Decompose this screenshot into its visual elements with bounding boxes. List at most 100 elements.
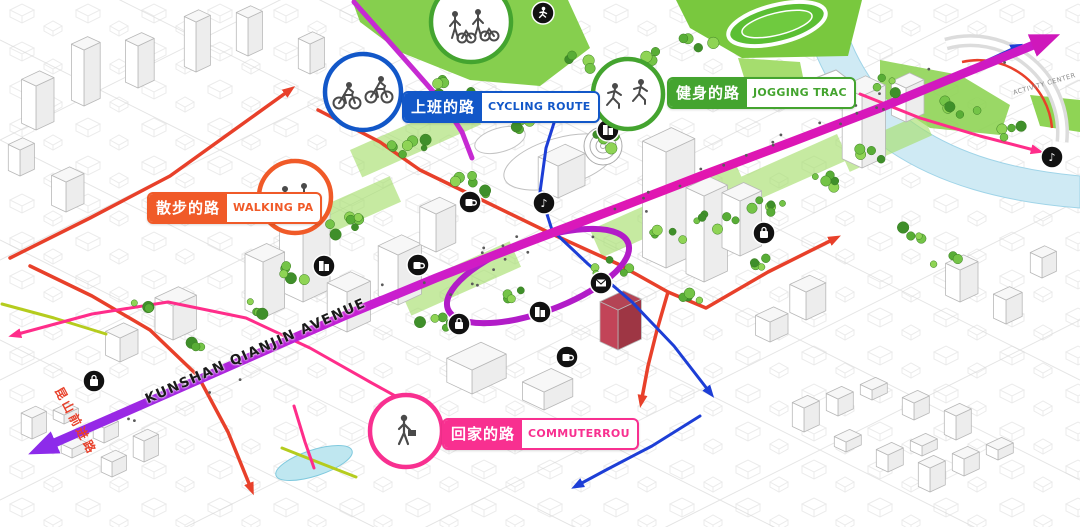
shopping-bag-icon <box>82 369 106 393</box>
tree <box>929 260 938 268</box>
pedestrian-dot <box>515 235 519 239</box>
tree <box>712 223 723 235</box>
legend-walking-zh: 散步的路 <box>149 194 228 222</box>
pedestrian-dot <box>503 257 507 261</box>
tree <box>866 146 876 156</box>
vignette-park-cyclists <box>428 0 514 65</box>
vignette-cycling <box>322 51 404 133</box>
tree <box>876 154 886 164</box>
legend-jogging-en: JOGGING TRAC <box>753 86 847 99</box>
building <box>20 405 47 440</box>
tree <box>605 256 614 264</box>
tree <box>279 269 289 279</box>
tree <box>678 235 688 244</box>
tree <box>437 312 448 323</box>
building <box>943 402 972 441</box>
tree <box>731 216 740 225</box>
tree <box>353 213 363 222</box>
building <box>125 32 155 89</box>
tree <box>351 223 359 232</box>
shopping-bag-icon <box>752 221 776 245</box>
tree <box>619 268 628 277</box>
pedestrian-dot <box>133 419 136 422</box>
legend-jogging: 健身的路 JOGGING TRAC <box>667 77 856 109</box>
pedestrian-dot <box>646 190 650 194</box>
pedestrian-dot <box>678 184 682 188</box>
pedestrian-dot <box>839 122 842 126</box>
tree <box>284 272 297 285</box>
tree <box>414 316 426 329</box>
amenity-markers <box>82 1 1064 393</box>
tree <box>820 175 832 187</box>
pedestrian-dot <box>591 235 595 239</box>
legend-cycling-zh: 上班的路 <box>404 93 483 121</box>
tree <box>507 294 516 304</box>
tree <box>281 261 292 271</box>
tree <box>749 258 760 268</box>
elevated-loop-main <box>28 34 1061 455</box>
tree <box>999 132 1009 142</box>
coffee-icon <box>406 253 430 277</box>
tree <box>467 170 477 181</box>
tree <box>707 36 720 49</box>
pedestrian-dot <box>208 391 212 394</box>
pedestrian-dot <box>476 283 479 287</box>
vignette-commuter <box>367 392 445 470</box>
pedestrian-dot <box>771 140 775 144</box>
legend-jogging-zh: 健身的路 <box>669 79 748 107</box>
tree <box>746 202 758 214</box>
pedestrian-dot <box>645 210 648 213</box>
pedestrian-dot <box>470 282 474 286</box>
tree <box>584 62 596 74</box>
tree <box>693 43 703 53</box>
tree <box>298 274 310 286</box>
tree <box>952 253 963 265</box>
pedestrian-dot <box>927 67 931 71</box>
tree <box>256 307 269 320</box>
tree <box>944 101 956 113</box>
tree <box>449 175 461 187</box>
tree <box>398 150 407 159</box>
tree <box>329 228 342 241</box>
tree <box>605 142 618 155</box>
music-icon <box>1040 145 1064 169</box>
tree <box>972 106 982 115</box>
legend-cycling: 上班的路 CYCLING ROUTE <box>402 91 600 123</box>
runner-icon <box>531 1 555 25</box>
building <box>51 166 85 213</box>
tree <box>130 299 138 307</box>
tree <box>1007 123 1016 133</box>
pedestrian-dot <box>380 283 384 287</box>
tree <box>325 219 335 230</box>
pedestrian-dot <box>744 153 748 157</box>
pedestrian-dot <box>157 392 161 396</box>
legend-walking: 散步的路 WALKING PA <box>147 192 323 224</box>
tree <box>419 133 432 146</box>
tree <box>246 298 254 306</box>
building <box>419 196 457 253</box>
tree <box>191 342 201 352</box>
building <box>791 394 820 433</box>
pedestrian-dot <box>878 92 881 95</box>
tree <box>915 232 923 240</box>
tree <box>761 253 771 263</box>
building <box>183 9 211 73</box>
pedestrian-dot <box>449 293 453 296</box>
tree <box>345 214 356 225</box>
legend-walking-en: WALKING PA <box>233 201 314 214</box>
pedestrian-dot <box>855 111 859 115</box>
pedestrian-dot <box>480 251 484 255</box>
tree <box>651 224 663 236</box>
tree <box>877 73 886 83</box>
pedestrian-dot <box>875 106 878 109</box>
tree <box>996 123 1008 135</box>
building <box>599 290 642 351</box>
tree <box>650 47 661 57</box>
tree <box>1015 120 1027 132</box>
tree <box>510 121 522 133</box>
coffee-icon <box>458 190 482 214</box>
coffee-icon <box>555 345 579 369</box>
tree <box>430 314 440 323</box>
